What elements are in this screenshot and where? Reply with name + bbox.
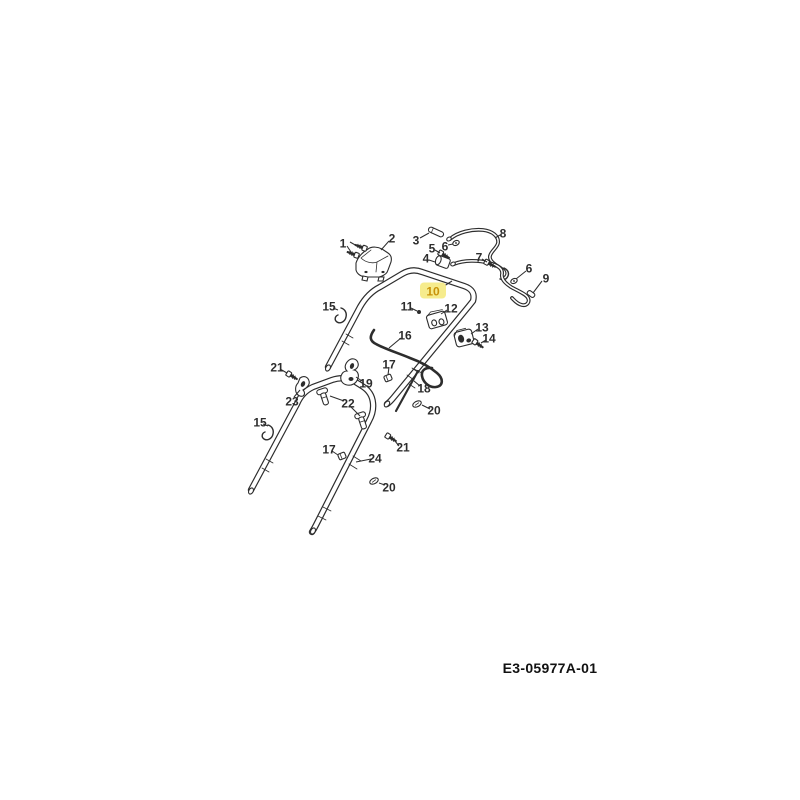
part-callout-6-4: 6 <box>442 240 449 254</box>
leader-line-8 <box>494 234 501 239</box>
switch-13 <box>453 327 475 348</box>
part-callout-9-9: 9 <box>543 272 550 286</box>
leader-line-19 <box>355 376 363 382</box>
leader-line-22 <box>329 395 345 402</box>
part-callout-13-14: 13 <box>475 321 489 335</box>
leader-line-18 <box>413 380 421 387</box>
switch-12 <box>425 309 449 330</box>
leader-line-2 <box>380 240 390 251</box>
clip-17b <box>336 451 348 461</box>
part-callout-15-24: 15 <box>253 416 267 430</box>
leader-line-24 <box>355 458 372 463</box>
leader-line-23 <box>293 389 301 398</box>
control-rod-16 <box>369 328 444 389</box>
part-callout-19-19: 19 <box>359 377 373 391</box>
part-callout-18-20: 18 <box>417 382 431 396</box>
leader-line-17 <box>331 450 339 456</box>
part-callout-24-27: 24 <box>368 452 382 466</box>
leader-line-20 <box>378 482 386 486</box>
handle-bolt-22a <box>315 386 333 407</box>
leader-line-13 <box>470 328 479 335</box>
bushing-4 <box>434 255 451 269</box>
part-callout-16-15: 16 <box>398 329 412 343</box>
leader-line-20 <box>421 404 431 410</box>
pin-3 <box>427 226 445 238</box>
part-callout-5-3: 5 <box>429 242 436 256</box>
leader-line-1 <box>349 241 358 247</box>
lower-handle-tube <box>247 375 377 536</box>
leader-line-12 <box>440 309 448 315</box>
leader-line-11 <box>410 307 418 312</box>
leader-line-22 <box>349 405 361 417</box>
part-callout-6-8: 6 <box>526 262 533 276</box>
part-callout-14-16: 14 <box>482 332 496 346</box>
part-callout-23-21: 23 <box>285 395 299 409</box>
part-callout-12-13: 12 <box>444 302 458 316</box>
part-callout-15-11: 15 <box>322 300 336 314</box>
screw-21a <box>284 370 300 383</box>
diagram-code: E3-05977A-01 <box>503 660 598 676</box>
leader-line-1 <box>346 245 352 253</box>
part-callout-3-2: 3 <box>413 234 420 248</box>
leader-line-17 <box>387 366 390 376</box>
part-callout-4-5: 4 <box>423 252 430 266</box>
screw-1a <box>345 248 361 260</box>
part-callout-10-10: 10 <box>426 285 440 299</box>
part-callout-20-28: 20 <box>382 481 396 495</box>
part-callout-2-1: 2 <box>389 232 396 246</box>
leader-line-15 <box>262 423 269 427</box>
part-callout-8-7: 8 <box>500 227 507 241</box>
leader-line-4 <box>428 259 436 263</box>
leader-line-15 <box>332 307 339 311</box>
upper-handle-tube <box>324 267 477 408</box>
leader-line-21 <box>279 368 288 374</box>
leader-line-16 <box>388 337 402 349</box>
part-callout-17-26: 17 <box>322 443 336 457</box>
leader-line-21 <box>394 440 400 447</box>
part-callout-7-6: 7 <box>476 251 483 265</box>
leader-line-3 <box>419 232 430 239</box>
cable-9-barrel <box>526 290 536 298</box>
rod-18 <box>394 368 423 413</box>
leader-line-9 <box>532 280 543 294</box>
part-callout-20-23: 20 <box>427 404 441 418</box>
part-callout-1-0: 1 <box>340 237 347 251</box>
screw-1b <box>353 241 369 253</box>
spring-hook-15a <box>334 307 347 324</box>
cable-8-nipple <box>446 236 452 242</box>
cable-9-nipple <box>450 261 456 267</box>
ring-6a <box>451 238 461 248</box>
lever-19 <box>340 358 359 386</box>
leader-line-6 <box>447 243 454 246</box>
part-callout-21-25: 21 <box>396 441 410 455</box>
switch-housing-2 <box>355 246 392 282</box>
leader-line-6 <box>515 270 527 280</box>
leader-line-14 <box>480 339 487 344</box>
part-callout-22-22: 22 <box>341 397 355 411</box>
leader-line-7 <box>481 258 488 263</box>
part-callout-17-17: 17 <box>382 358 396 372</box>
ball-11 <box>417 310 421 314</box>
highlight-badge <box>420 282 446 299</box>
part-callout-21-18: 21 <box>270 361 284 375</box>
clip-17a <box>382 373 394 383</box>
washer-20b <box>368 475 380 487</box>
leader-line-5 <box>434 249 441 254</box>
washer-20a <box>411 398 423 410</box>
part-callout-11-12: 11 <box>401 300 414 314</box>
